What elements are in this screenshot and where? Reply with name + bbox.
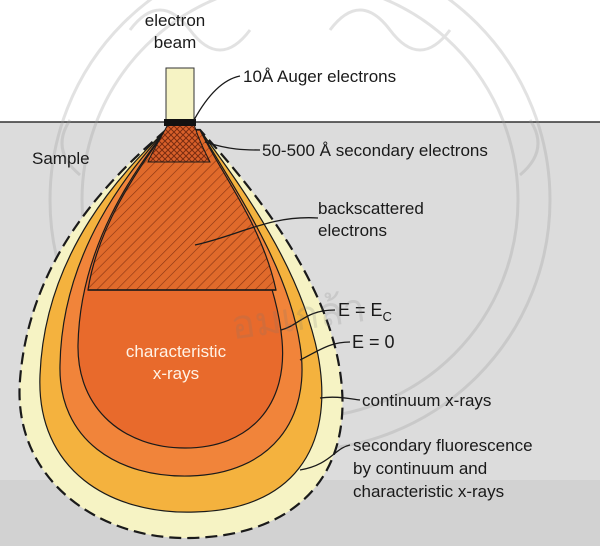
electron-beam bbox=[166, 68, 194, 124]
e-ec-label-subscript: C bbox=[383, 309, 392, 324]
sample-label: Sample bbox=[32, 149, 90, 168]
continuum-xrays-label: continuum x-rays bbox=[362, 391, 491, 410]
beam-label-line1: electron bbox=[145, 11, 205, 30]
backscattered-label-line1: backscattered bbox=[318, 199, 424, 218]
characteristic-xrays-label-line1: characteristic bbox=[126, 342, 227, 361]
beam-label-line2: beam bbox=[154, 33, 197, 52]
fluorescence-label-line2: by continuum and bbox=[353, 459, 487, 478]
e-zero-label: E = 0 bbox=[352, 332, 395, 352]
auger-label: 10Å Auger electrons bbox=[243, 67, 396, 86]
backscattered-label-line2: electrons bbox=[318, 221, 387, 240]
fluorescence-label-line3: characteristic x-rays bbox=[353, 482, 504, 501]
secondary-electrons-label: 50-500 Å secondary electrons bbox=[262, 141, 488, 160]
fluorescence-label-line1: secondary fluorescence bbox=[353, 436, 533, 455]
auger-electron-layer bbox=[164, 119, 196, 126]
characteristic-xrays-label-line2: x-rays bbox=[153, 364, 199, 383]
